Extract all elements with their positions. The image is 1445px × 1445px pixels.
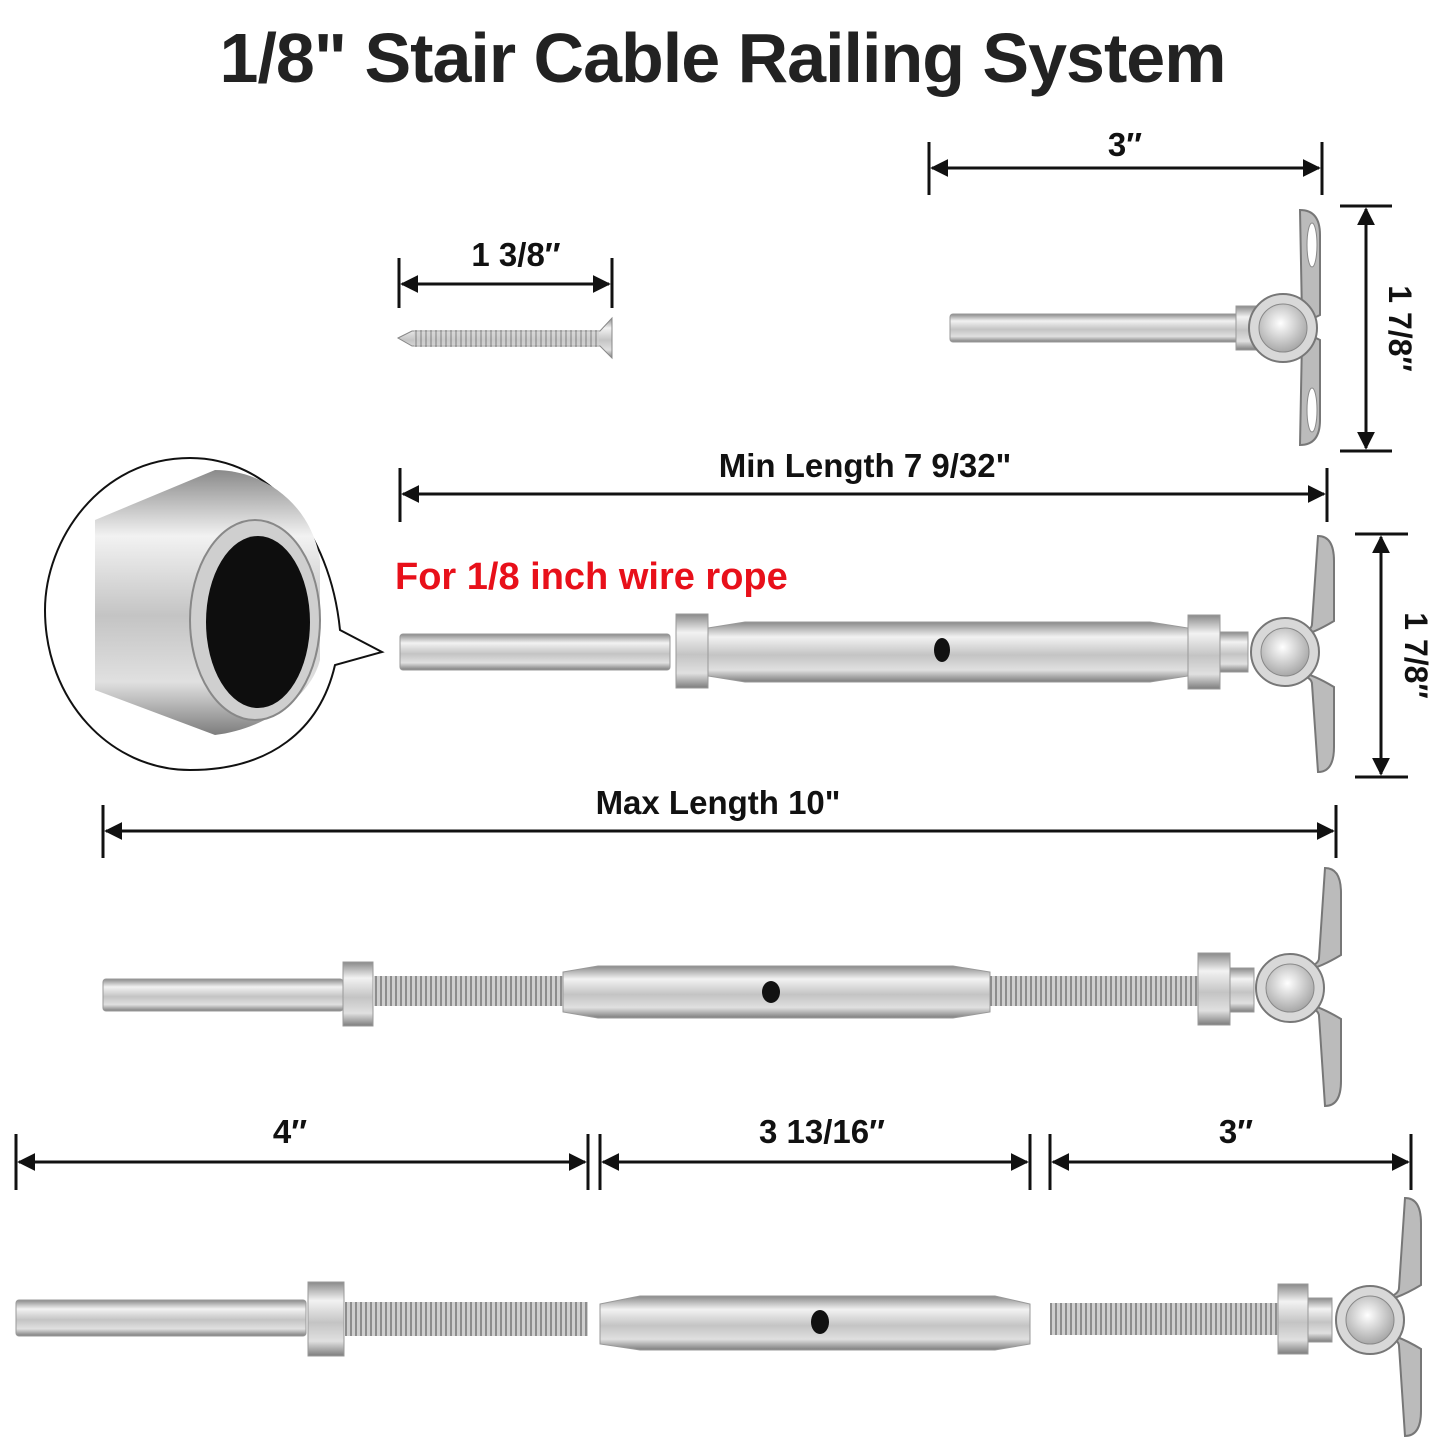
screw-icon xyxy=(396,316,613,360)
screw-length-label: 1 3/8″ xyxy=(471,236,561,273)
segment-body-length-label: 3 13/16″ xyxy=(759,1113,885,1150)
deck-toggle-icon xyxy=(949,208,1321,447)
toggle-length-label: 3″ xyxy=(1107,126,1143,163)
wire-rope-callout: For 1/8 inch wire rope xyxy=(395,556,788,598)
turnbuckle-exploded-icon xyxy=(15,1196,1422,1438)
turnbuckle-min-icon xyxy=(399,534,1335,774)
turnbuckle-max-icon xyxy=(102,866,1342,1108)
segment-toggle-length-label: 3″ xyxy=(1218,1113,1254,1150)
tube-end-closeup-icon xyxy=(43,456,385,772)
min-toggle-height-label: 1 7/8″ xyxy=(1397,612,1434,699)
toggle-height-label: 1 7/8″ xyxy=(1381,285,1418,372)
min-length-label: Min Length 7 9/32" xyxy=(718,447,1012,484)
page-title: 1/8" Stair Cable Railing System xyxy=(219,19,1227,97)
segment-stud-length-label: 4″ xyxy=(272,1113,308,1150)
dimension-lines xyxy=(14,142,1413,1190)
max-length-label: Max Length 10" xyxy=(595,784,841,821)
